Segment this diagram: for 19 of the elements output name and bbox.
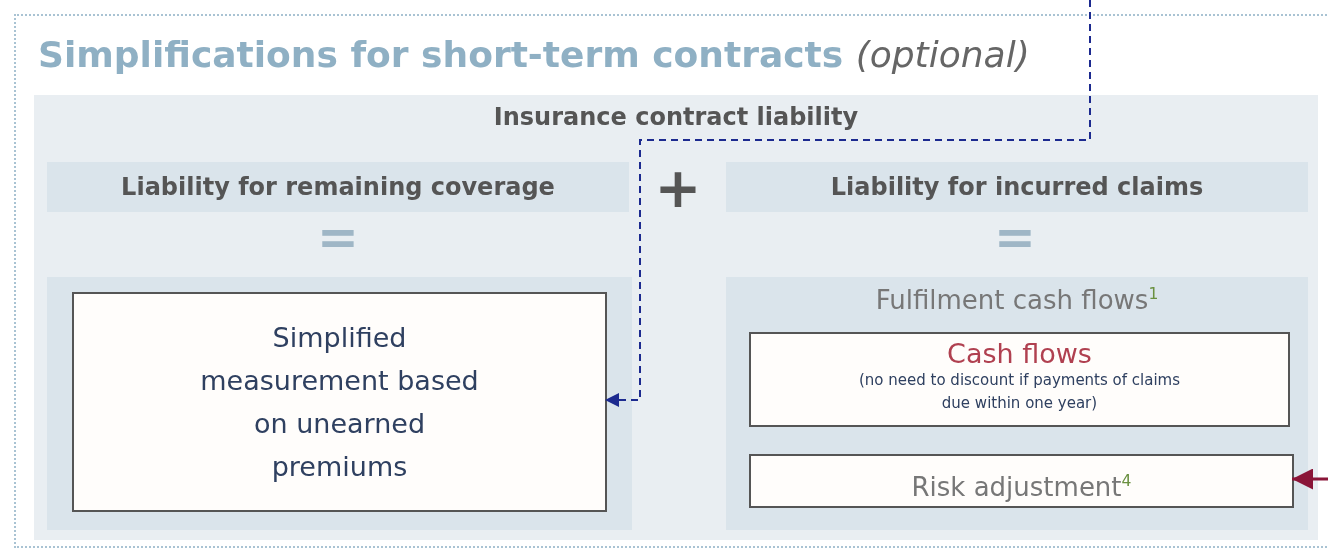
arrow xyxy=(1292,468,1328,490)
panel-heading: Fulfilment cash flows$^{1}$ xyxy=(874,285,1160,315)
column-header: Liability for incurred claims xyxy=(726,162,1308,212)
arrow xyxy=(604,0,1091,407)
liability-panel xyxy=(34,95,1318,540)
risk-adjustment-box: Risk adjustment$^{4}$ xyxy=(749,454,1294,508)
equals-sign: = xyxy=(993,212,1037,262)
measurement-box: Simplified measurement based on unearned premiums xyxy=(72,292,607,512)
equals-sign: = xyxy=(316,212,360,262)
cash-flows-box xyxy=(749,332,1290,427)
column-header: Liability for remaining coverage xyxy=(47,162,629,212)
plus-sign: + xyxy=(653,160,703,216)
measurement-panel xyxy=(47,277,632,530)
panel-heading: Insurance contract liability xyxy=(492,103,860,131)
box-note: (no need to discount if payments of claims due within one year) xyxy=(858,370,1181,414)
section-title: Simplifications for short-term contracts (optional) xyxy=(38,34,1030,75)
box-heading: Cash flows xyxy=(946,338,1093,369)
cash-flows-panel xyxy=(726,277,1308,530)
section-frame xyxy=(14,14,1328,548)
